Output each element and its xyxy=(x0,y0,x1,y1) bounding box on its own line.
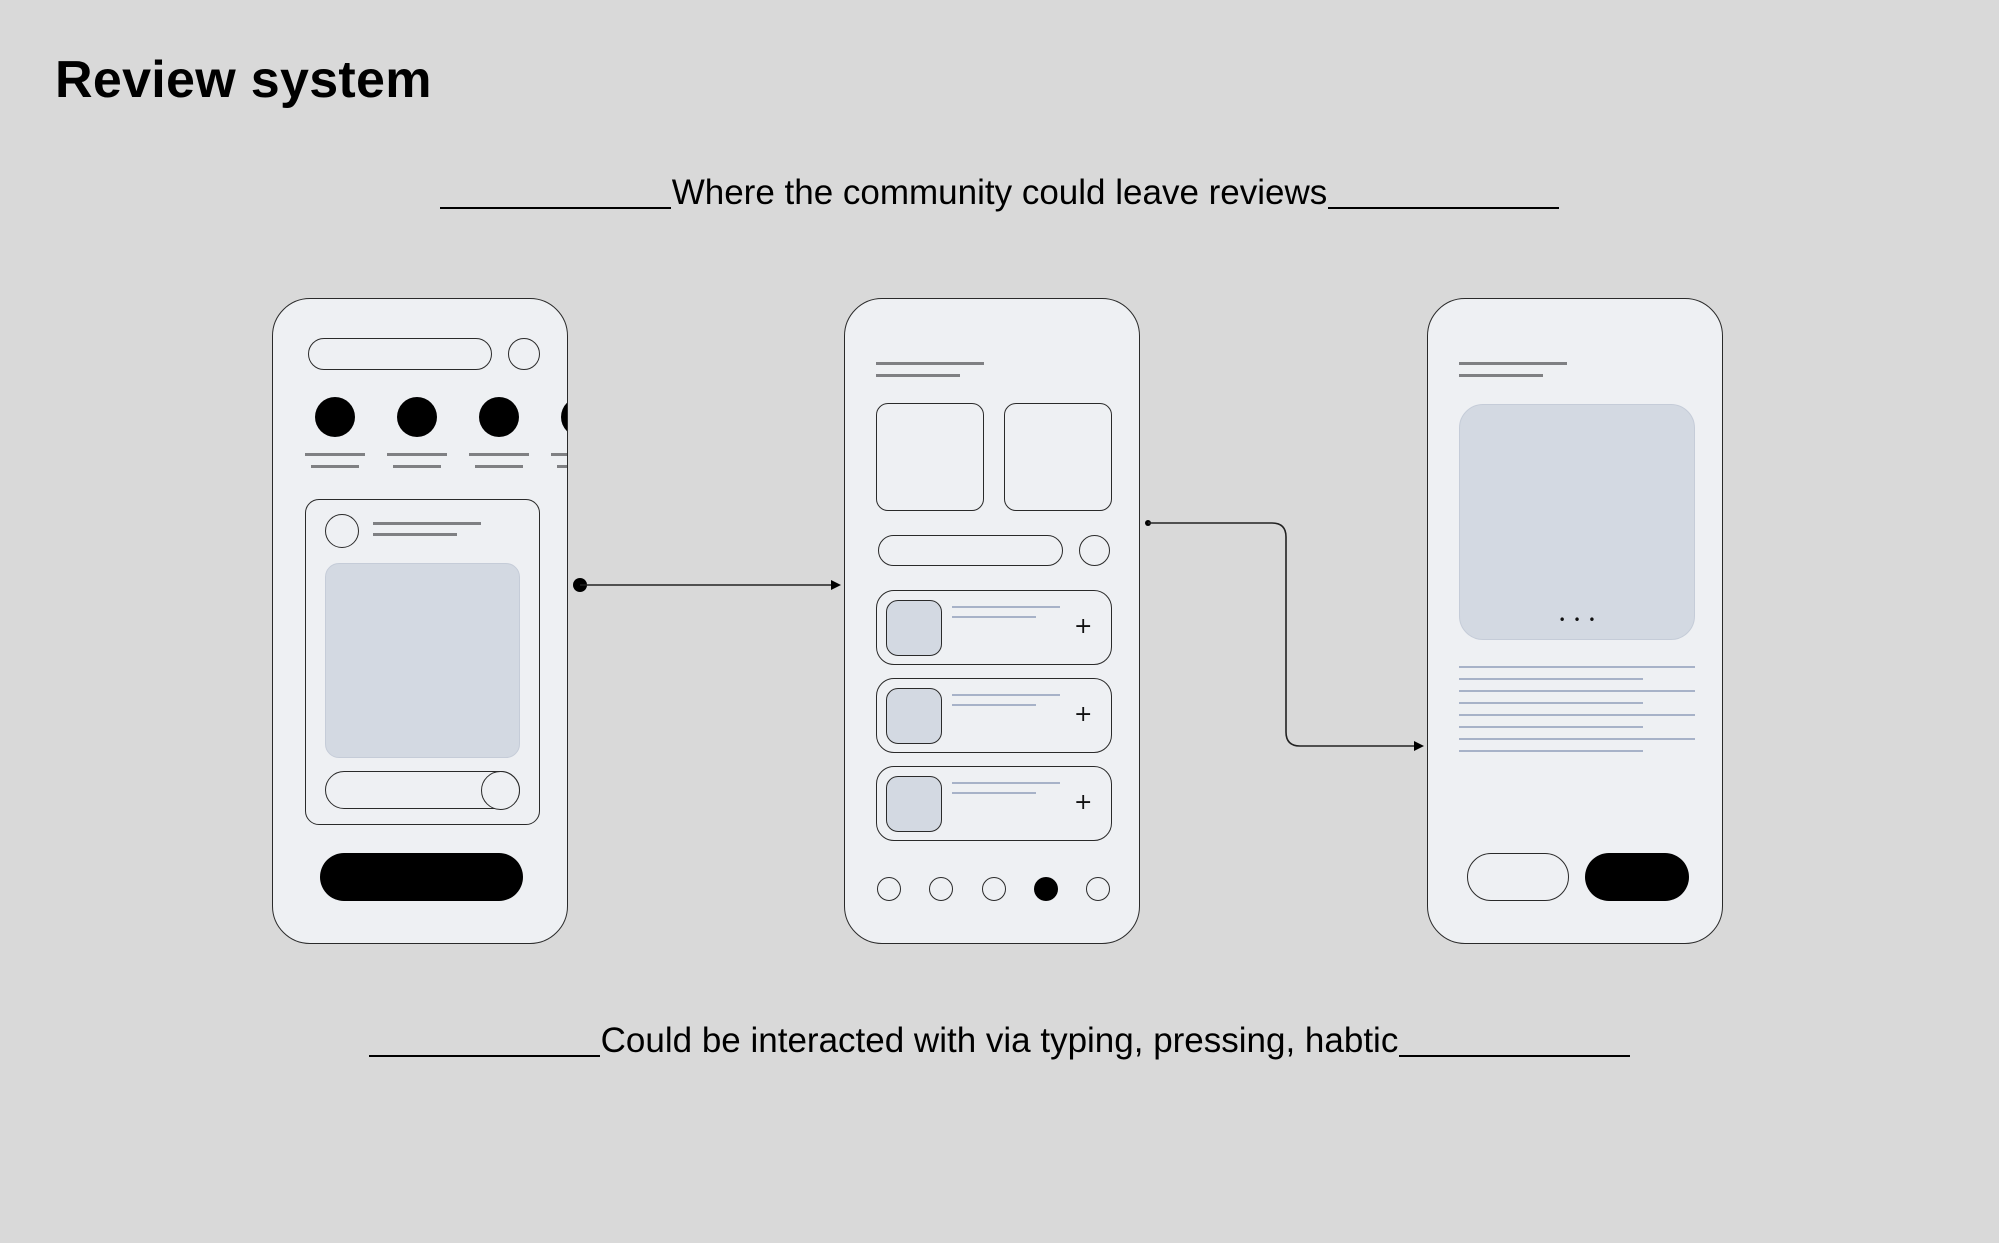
pager-dot[interactable] xyxy=(1086,877,1110,901)
primary-action-button[interactable] xyxy=(320,853,523,901)
post-image xyxy=(325,563,520,758)
list-item-thumbnail xyxy=(886,688,942,744)
filter-icon[interactable] xyxy=(1079,535,1110,566)
story-label-line xyxy=(393,465,441,468)
list-item-meta-line xyxy=(952,792,1036,794)
story-label-line xyxy=(305,453,365,456)
story-avatar[interactable] xyxy=(561,397,567,437)
caption-top-text: Where the community could leave reviews xyxy=(671,173,1328,212)
caption-rule-left xyxy=(368,1055,600,1057)
subheader-line xyxy=(876,374,960,377)
list-item-meta-line xyxy=(952,616,1036,618)
story-label-line xyxy=(387,453,447,456)
story-label-line xyxy=(557,465,567,468)
review-text-line xyxy=(1459,678,1643,680)
list-item[interactable]: + xyxy=(876,590,1112,665)
review-detail-screen: • • • xyxy=(1427,298,1723,944)
post-card[interactable] xyxy=(305,499,540,825)
story-avatar[interactable] xyxy=(479,397,519,437)
caption-rule-right xyxy=(1399,1055,1631,1057)
secondary-button[interactable] xyxy=(1467,853,1569,901)
review-text-line xyxy=(1459,750,1643,752)
community-feed-screen xyxy=(272,298,568,944)
post-avatar xyxy=(325,514,359,548)
header-line xyxy=(876,362,984,365)
more-dots-icon[interactable]: • • • xyxy=(1558,613,1598,627)
header-line xyxy=(1459,362,1567,365)
caption-rule-right xyxy=(1328,207,1560,209)
caption-bottom-text: Could be interacted with via typing, pre… xyxy=(600,1021,1399,1060)
review-image: • • • xyxy=(1459,404,1695,640)
search-bar[interactable] xyxy=(308,338,492,370)
pager-dot[interactable] xyxy=(877,877,901,901)
send-button[interactable] xyxy=(481,771,520,810)
story-label-line xyxy=(475,465,523,468)
caption-top: Where the community could leave reviews xyxy=(0,173,1999,213)
category-tile[interactable] xyxy=(876,403,984,511)
post-meta-line xyxy=(373,533,457,536)
story-avatar[interactable] xyxy=(397,397,437,437)
plus-icon[interactable]: + xyxy=(1074,614,1093,639)
connector-list-to-detail xyxy=(1145,520,1424,751)
pager-dot-active[interactable] xyxy=(1034,877,1058,901)
caption-rule-left xyxy=(439,207,671,209)
review-text-line xyxy=(1459,666,1695,668)
list-item-title-line xyxy=(952,694,1060,696)
list-item[interactable]: + xyxy=(876,766,1112,841)
post-author-line xyxy=(373,522,481,525)
category-tile[interactable] xyxy=(1004,403,1112,511)
pager-dot[interactable] xyxy=(982,877,1006,901)
profile-icon[interactable] xyxy=(508,338,540,370)
list-item-thumbnail xyxy=(886,776,942,832)
review-text-line xyxy=(1459,690,1695,692)
review-text-line xyxy=(1459,738,1695,740)
review-text-line xyxy=(1459,702,1643,704)
story-label-line xyxy=(469,453,529,456)
review-text-line xyxy=(1459,726,1643,728)
connector-feed-to-list xyxy=(573,578,841,592)
story-avatar[interactable] xyxy=(315,397,355,437)
story-label-line xyxy=(311,465,359,468)
subheader-line xyxy=(1459,374,1543,377)
list-item-thumbnail xyxy=(886,600,942,656)
review-list-screen: + + + xyxy=(844,298,1140,944)
list-item-meta-line xyxy=(952,704,1036,706)
submit-review-button[interactable] xyxy=(1585,853,1689,901)
list-item-title-line xyxy=(952,782,1060,784)
search-bar[interactable] xyxy=(878,535,1063,566)
pager-dot[interactable] xyxy=(929,877,953,901)
page-title: Review system xyxy=(55,51,432,109)
list-item-title-line xyxy=(952,606,1060,608)
plus-icon[interactable]: + xyxy=(1074,790,1093,815)
review-text-line xyxy=(1459,714,1695,716)
list-item[interactable]: + xyxy=(876,678,1112,753)
caption-bottom: Could be interacted with via typing, pre… xyxy=(0,1021,1999,1061)
plus-icon[interactable]: + xyxy=(1074,702,1093,727)
story-label-line xyxy=(551,453,567,456)
